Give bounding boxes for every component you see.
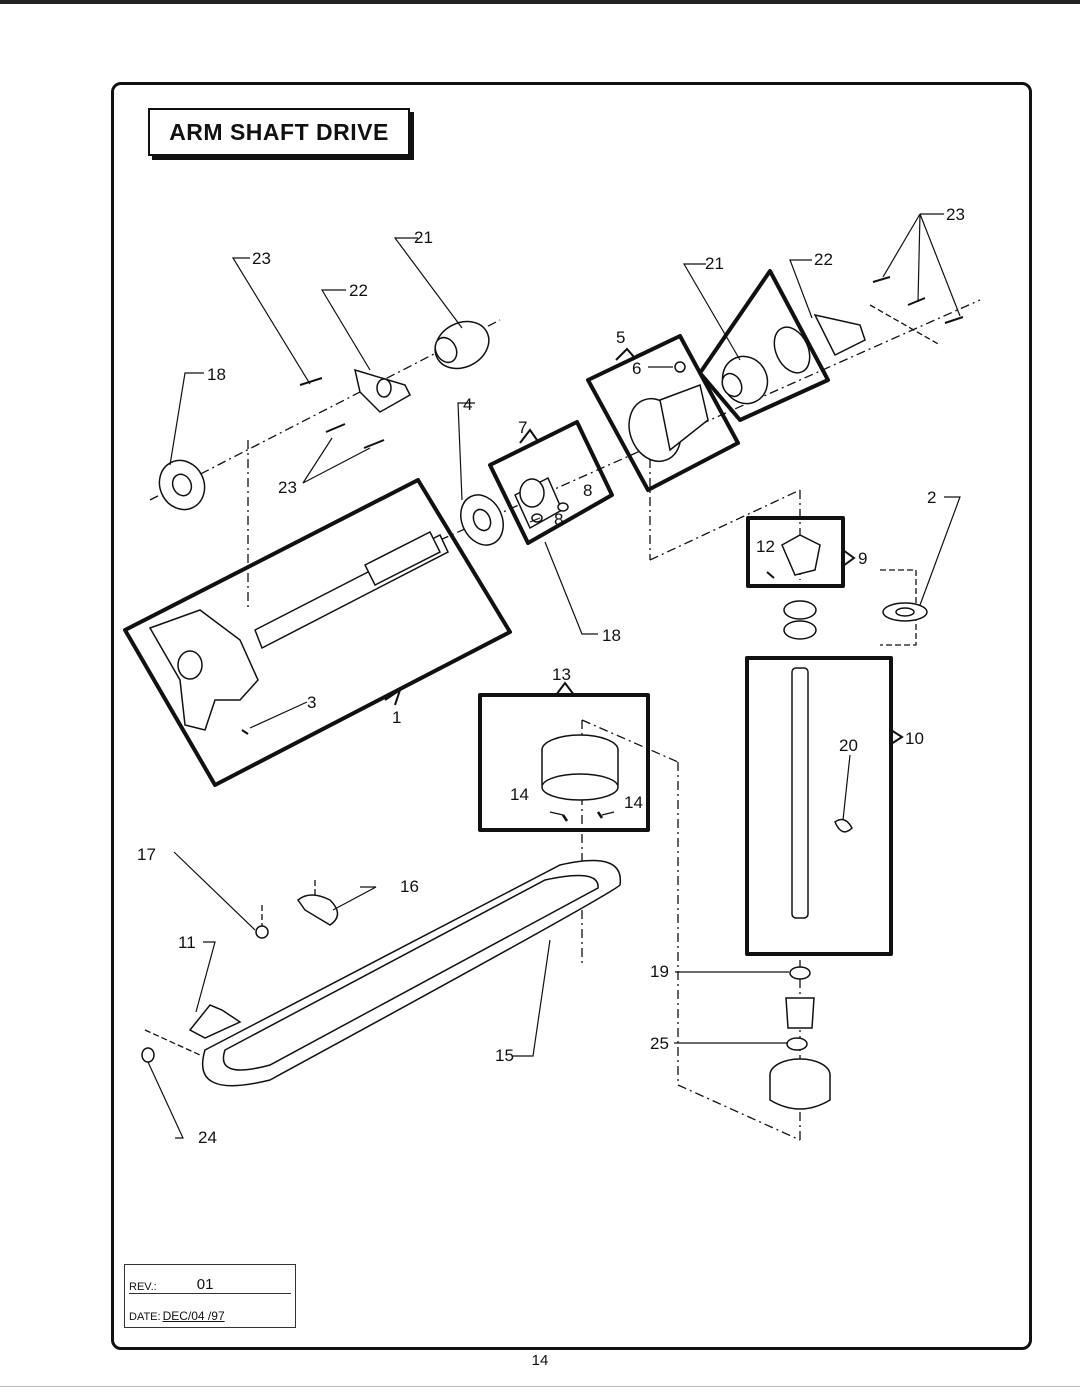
- screw-14-b: [596, 811, 604, 819]
- callout-25: 25: [650, 1034, 669, 1053]
- revision-block: REV.: 01 DATE: DEC/04 /97: [124, 1264, 296, 1328]
- callout-14-a: 14: [510, 785, 529, 804]
- gear-9: [781, 534, 821, 576]
- callout-16: 16: [400, 877, 419, 896]
- callout-3: 3: [307, 693, 316, 712]
- leader-lines: [147, 213, 961, 1139]
- bearing-top-lower: [783, 620, 817, 640]
- bottom-rule: [0, 1386, 1080, 1387]
- revision-label: REV.:: [129, 1281, 157, 1293]
- callout-22-b: 22: [814, 250, 833, 269]
- callout-7: 7: [518, 418, 527, 437]
- shaft-10: [791, 667, 809, 919]
- callout-8-b: 8: [554, 510, 563, 529]
- callout-21-b: 21: [705, 254, 724, 273]
- group-box-7: [488, 420, 614, 545]
- group-box-5: [586, 334, 740, 492]
- callout-labels: 1 2 3 4 5 6 7 8 8 9 10 11 12 13 14 14 15…: [137, 205, 965, 1147]
- group-box-9: [746, 516, 845, 588]
- pin-3: [241, 729, 249, 735]
- top-rule: [0, 0, 1080, 4]
- callout-20: 20: [839, 736, 858, 755]
- callout-13: 13: [552, 665, 571, 684]
- pulley-13-groove: [541, 773, 619, 801]
- bracket-22-left-hole: [376, 378, 392, 398]
- revision-value: 01: [196, 1276, 214, 1293]
- washer-4-hole: [472, 508, 492, 532]
- screw-23-f: [944, 316, 964, 324]
- callout-11: 11: [178, 933, 196, 952]
- bushing-21-left-bore: [434, 336, 458, 364]
- setscrew-6: [674, 361, 686, 373]
- bracket-11: [188, 1004, 242, 1039]
- callout-6: 6: [632, 359, 641, 378]
- drawing-frame: [111, 82, 1032, 1350]
- callout-9: 9: [858, 549, 867, 568]
- bearing-top: [783, 600, 817, 620]
- callout-10: 10: [905, 729, 924, 748]
- callout-23-c: 23: [278, 478, 297, 497]
- setscrew-8-b: [557, 502, 569, 512]
- group-box-10: [745, 656, 893, 956]
- washer-2-hole: [895, 607, 915, 617]
- callout-12: 12: [756, 537, 775, 556]
- group-box-1: [123, 478, 512, 787]
- screw-23-e: [907, 297, 926, 306]
- callout-19: 19: [650, 962, 669, 981]
- page-title: ARM SHAFT DRIVE: [148, 108, 410, 156]
- callout-23-b: 23: [946, 205, 965, 224]
- callout-23-a: 23: [252, 249, 271, 268]
- callout-1: 1: [392, 708, 401, 727]
- callout-8-a: 8: [583, 481, 592, 500]
- callout-18-b: 18: [602, 626, 621, 645]
- centerlines: [144, 299, 981, 1141]
- screw-24: [141, 1047, 155, 1063]
- page-number: 14: [531, 1352, 549, 1369]
- callout-5: 5: [616, 328, 625, 347]
- callout-2: 2: [927, 488, 936, 507]
- callout-18-a: 18: [207, 365, 226, 384]
- washer-18-left-hole: [171, 473, 193, 497]
- date-label: DATE:: [129, 1311, 161, 1323]
- housing-1-hole: [177, 650, 203, 680]
- housing-1: [148, 609, 259, 731]
- callout-14-b: 14: [624, 793, 643, 812]
- group-boxes: [123, 269, 893, 956]
- screw-14-a: [561, 814, 569, 822]
- group-box-21-22: [698, 269, 830, 422]
- belt-15-inner: [222, 874, 599, 1071]
- washer-right: [773, 326, 811, 374]
- bushing-21-right-bore: [721, 372, 743, 398]
- screw-23-a: [299, 377, 323, 386]
- callout-15: 15: [495, 1046, 514, 1065]
- shaft-1-sleeve: [363, 530, 442, 587]
- gear-5-hub: [659, 383, 709, 452]
- washer-19: [789, 966, 811, 980]
- callout-21-a: 21: [414, 228, 433, 247]
- revision-row: REV.: 01: [129, 1267, 291, 1294]
- bracket-markers: [384, 347, 904, 745]
- callout-4: 4: [463, 395, 472, 414]
- screw-23-b: [325, 423, 346, 433]
- washer-25: [786, 1037, 808, 1051]
- clip-20: [834, 818, 853, 833]
- callout-22-a: 22: [349, 281, 368, 300]
- callout-17: 17: [137, 845, 156, 864]
- callout-24: 24: [198, 1128, 217, 1147]
- screw-23-d: [872, 276, 891, 283]
- date-value: DEC/04 /97: [162, 1309, 225, 1323]
- gear-lower: [785, 997, 815, 1029]
- screw-17: [255, 925, 269, 939]
- date-row: DATE: DEC/04 /97: [129, 1297, 291, 1323]
- screw-23-c: [363, 439, 385, 449]
- group-box-13: [478, 693, 650, 832]
- clamp-16: [296, 894, 339, 926]
- parts: [141, 276, 964, 1110]
- pulley-lower-body: [769, 1075, 831, 1110]
- pin-12: [766, 571, 775, 579]
- bracket-22-right: [813, 313, 866, 357]
- collar-7-bore: [519, 478, 545, 508]
